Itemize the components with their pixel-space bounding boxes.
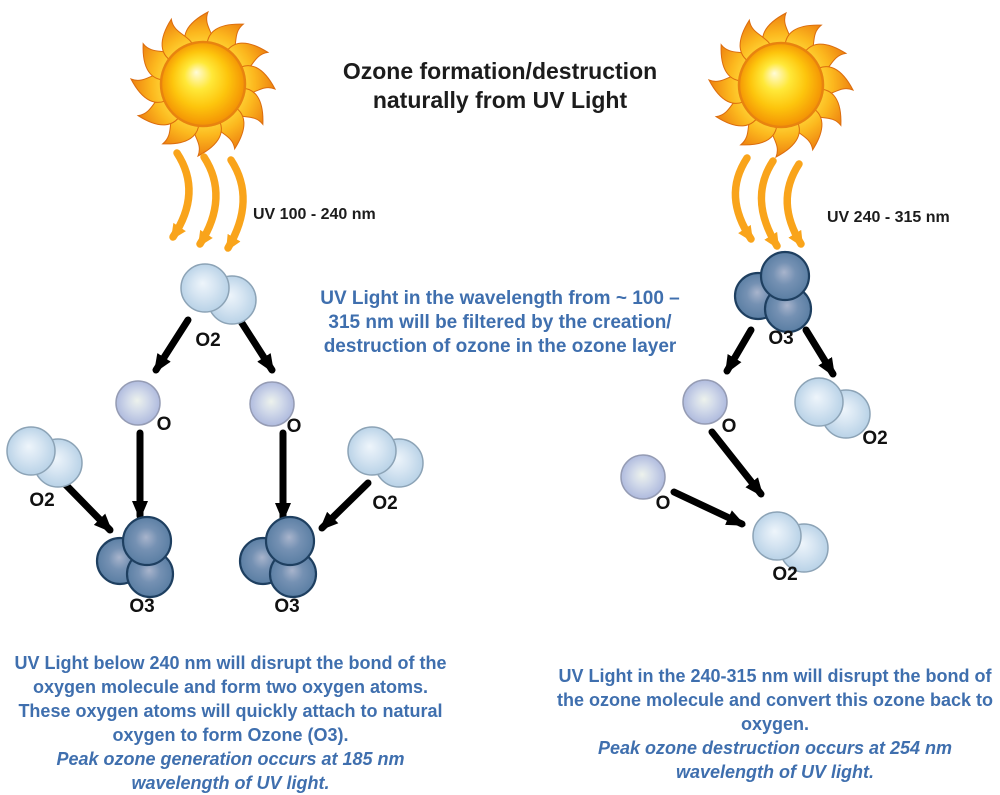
right-caption: UV Light in the 240-315 nm will disrupt … — [550, 664, 1000, 784]
left-caption-italic-2: wavelength of UV light. — [131, 773, 330, 793]
o2-molecule-top-left — [180, 263, 257, 325]
o-atom-left-1 — [115, 380, 161, 426]
left-caption-italic-1: Peak ozone generation occurs at 185 nm — [56, 749, 405, 769]
molecule-label-o2-right-upper: O2 — [862, 428, 887, 449]
molecule-label-o3-left2: O3 — [274, 596, 299, 617]
o2-molecule-right-bottom — [752, 511, 829, 573]
right-caption-line-2: the ozone molecule and convert this ozon… — [556, 690, 994, 710]
molecule-label-o2-midright: O2 — [372, 493, 397, 514]
molecule-label-o3-left1: O3 — [129, 596, 154, 617]
reaction-arrows-right — [670, 326, 837, 528]
molecule-label-o3-right: O3 — [768, 328, 793, 349]
uv-rays-right-icon — [731, 154, 805, 250]
reaction-arrows-left — [60, 316, 372, 534]
arrow-o3-to-o2 — [802, 326, 837, 378]
middle-note-line-1: UV Light in the wavelength from ~ 100 – — [320, 288, 680, 309]
molecule-label-o-right2: O — [656, 493, 671, 514]
middle-note-line-3: destruction of ozone in the ozone layer — [323, 336, 677, 357]
molecule-label-o-right1: O — [722, 416, 737, 437]
right-caption-italic-1: Peak ozone destruction occurs at 254 nm — [597, 738, 953, 758]
o3-molecule-right-top — [733, 250, 813, 334]
o2-molecule-right-upper — [794, 377, 871, 439]
o2-molecule-far-left — [6, 426, 83, 488]
arrow-o2-to-o-right — [236, 316, 276, 374]
molecule-label-o2-top: O2 — [195, 330, 220, 351]
left-caption-line-3: These oxygen atoms will quickly attach t… — [18, 701, 443, 721]
title-line-2: naturally from UV Light — [372, 87, 628, 113]
sun-icon-right — [707, 11, 855, 159]
molecule-label-o-left1: O — [157, 414, 172, 435]
uv-rays-left-icon — [169, 149, 247, 252]
left-caption-line-4: oxygen to form Ozone (O3). — [112, 725, 349, 745]
right-caption-line-3: oxygen. — [740, 714, 810, 734]
arrow-farleft-o2-to-o3 — [60, 479, 114, 534]
arrow-o-to-o2-upper — [708, 428, 765, 498]
sun-icon-left — [129, 10, 277, 158]
arrow-right-o2-to-o3 — [318, 479, 372, 532]
title-line-1: Ozone formation/destruction — [342, 58, 658, 84]
arrow-o3-to-o — [723, 326, 755, 375]
arrow-o2-to-o-left — [152, 316, 192, 374]
uv-band-label-left: UV 100 - 240 nm — [253, 206, 376, 223]
left-caption: UV Light below 240 nm will disrupt the b… — [3, 651, 458, 795]
left-caption-line-2: oxygen molecule and form two oxygen atom… — [32, 677, 429, 697]
uv-band-label-right: UV 240 - 315 nm — [827, 209, 950, 226]
left-caption-line-1: UV Light below 240 nm will disrupt the b… — [14, 653, 447, 673]
right-caption-line-1: UV Light in the 240-315 nm will disrupt … — [558, 666, 992, 686]
molecule-label-o2-right-bottom: O2 — [772, 564, 797, 585]
middle-note-line-2: 315 nm will be filtered by the creation/ — [328, 312, 672, 333]
molecule-label-o-left2: O — [287, 416, 302, 437]
right-caption-italic-2: wavelength of UV light. — [675, 762, 874, 782]
o3-molecule-left-2 — [238, 515, 318, 599]
arrow-o-to-o2-lower — [670, 488, 746, 528]
page-title: Ozone formation/destruction naturally fr… — [315, 57, 685, 115]
molecule-label-o2-farleft: O2 — [29, 490, 54, 511]
middle-note: UV Light in the wavelength from ~ 100 – … — [310, 287, 690, 359]
o-atom-right-1 — [682, 379, 728, 425]
o2-molecule-mid-right — [347, 426, 424, 488]
